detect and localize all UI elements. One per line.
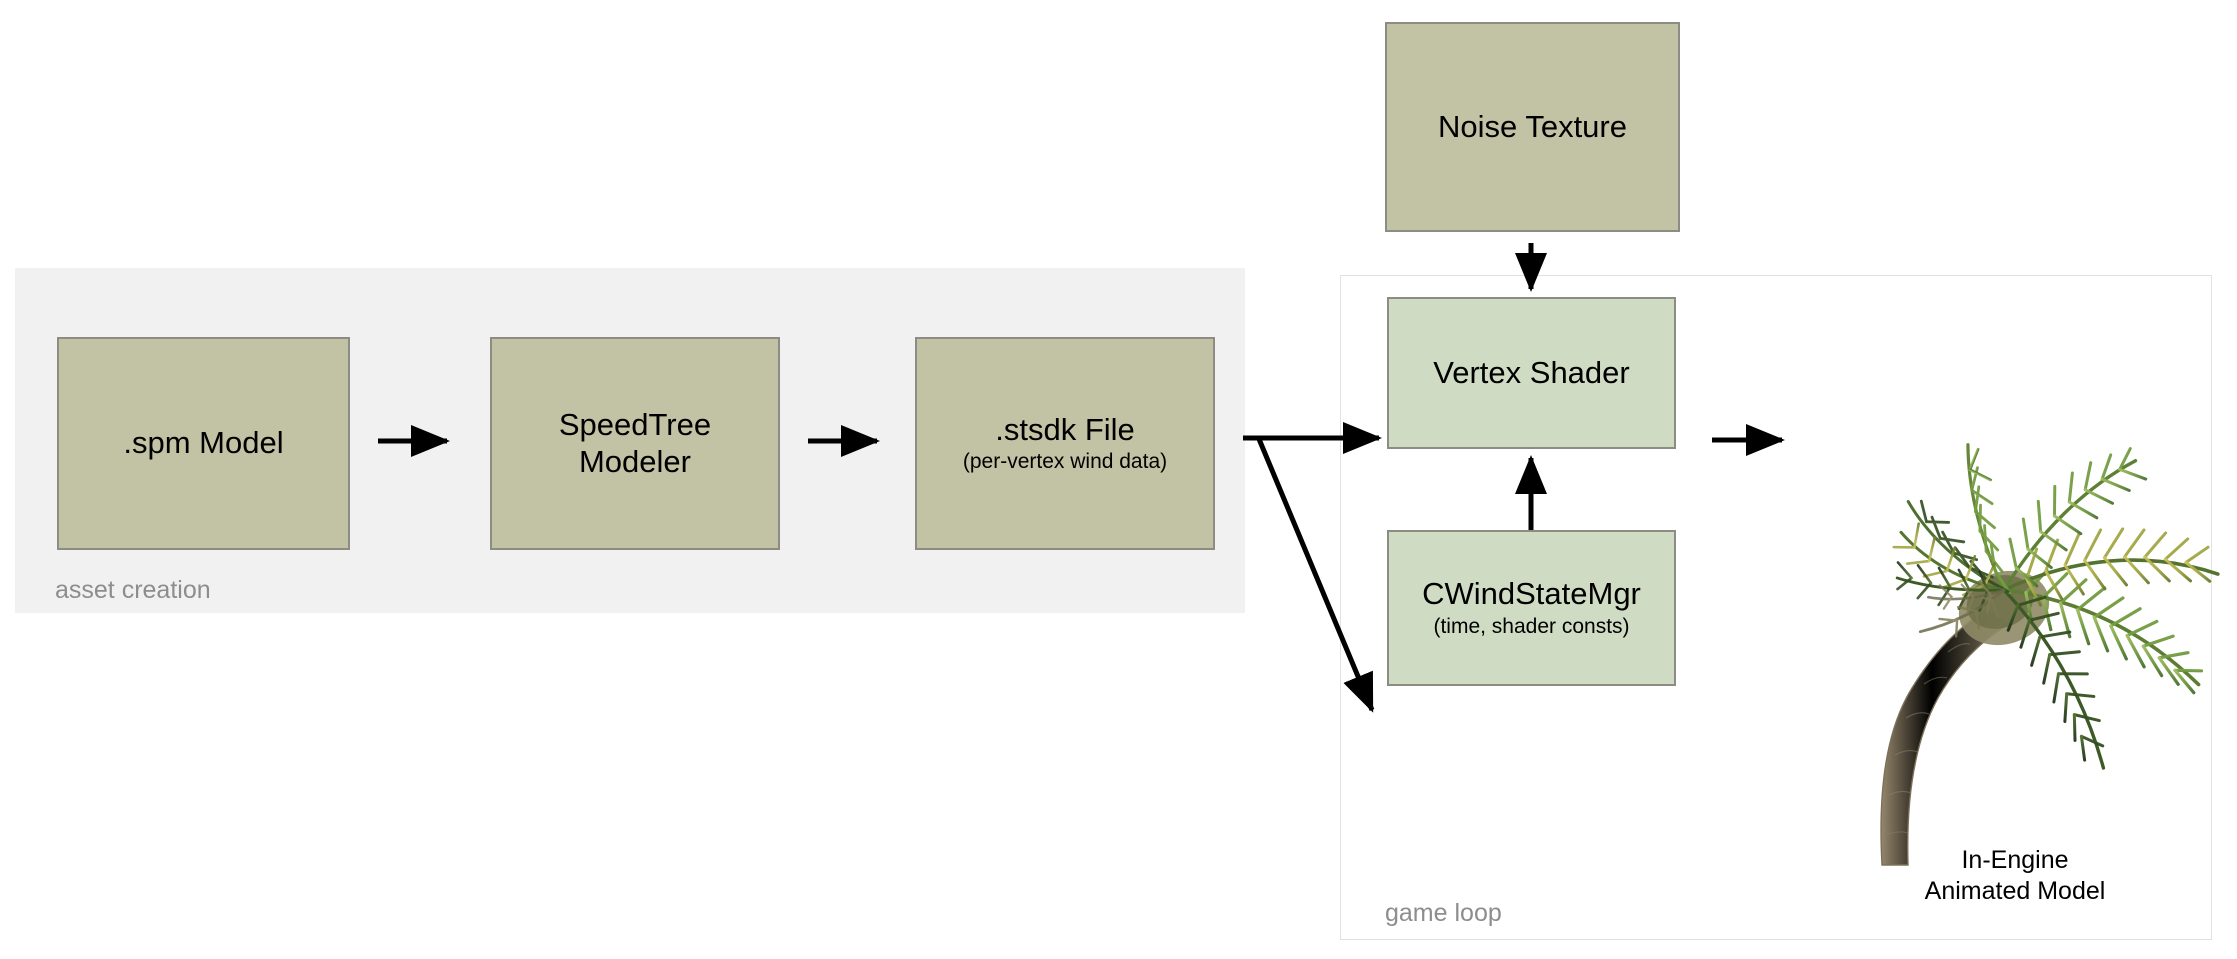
node-cwindstatemgr[interactable]: CWindStateMgr (time, shader consts)	[1387, 530, 1676, 686]
output-model-caption: In-Engine Animated Model	[1924, 846, 2106, 905]
node-stsdk-file-subtitle: (per-vertex wind data)	[962, 450, 1168, 474]
node-vertex-shader-title: Vertex Shader	[1433, 354, 1630, 390]
node-stsdk-file-title: .stsdk File	[995, 411, 1135, 447]
node-noise-texture[interactable]: Noise Texture	[1385, 22, 1680, 232]
node-noise-texture-title: Noise Texture	[1438, 108, 1627, 144]
group-label-game-loop: game loop	[1385, 899, 1502, 927]
node-speedtree-modeler[interactable]: SpeedTree Modeler	[490, 337, 780, 550]
palm-trunk	[1880, 609, 2010, 866]
palm-fronds	[1892, 443, 2220, 770]
node-stsdk-file[interactable]: .stsdk File (per-vertex wind data)	[915, 337, 1215, 550]
node-cwindstatemgr-title: CWindStateMgr	[1422, 576, 1641, 612]
group-label-asset-creation: asset creation	[55, 576, 211, 604]
node-speedtree-modeler-title: SpeedTree Modeler	[558, 406, 712, 479]
output-model-illustration	[1880, 443, 2220, 866]
node-spm-model[interactable]: .spm Model	[57, 337, 350, 550]
node-vertex-shader[interactable]: Vertex Shader	[1387, 297, 1676, 449]
node-spm-model-title: .spm Model	[123, 425, 284, 461]
node-cwindstatemgr-subtitle: (time, shader consts)	[1433, 614, 1630, 638]
